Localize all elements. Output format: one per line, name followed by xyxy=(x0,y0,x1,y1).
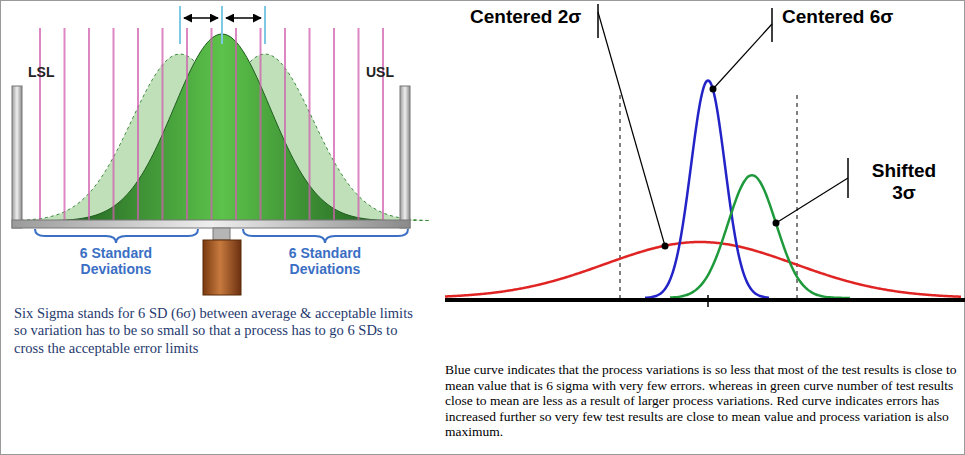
shift-line xyxy=(179,6,181,44)
shift-arrow xyxy=(184,17,218,19)
leader-line xyxy=(598,12,665,246)
sigma-gridline xyxy=(333,28,335,220)
curve-label: Centered 2σ xyxy=(470,6,592,28)
leader-bar xyxy=(597,4,599,38)
sigma-span-label: 6 Standard Deviations xyxy=(56,245,176,277)
sigma-gridline xyxy=(211,28,213,220)
sigma-gridline xyxy=(284,28,286,220)
axis xyxy=(445,298,965,302)
curve-label: Centered 6σ xyxy=(782,6,912,28)
sigma-gridline xyxy=(309,28,311,220)
lsl-post xyxy=(12,86,22,228)
limit-line xyxy=(620,95,621,298)
sigma-gridline xyxy=(88,28,90,220)
usl-post xyxy=(400,86,410,228)
sigma-gridline xyxy=(137,28,139,220)
brace xyxy=(35,229,198,243)
shift-line xyxy=(221,6,223,44)
sigma-gridline xyxy=(162,28,164,220)
sigma-gridline xyxy=(113,28,115,220)
mean-tick xyxy=(707,295,709,307)
centered-curve xyxy=(57,34,387,220)
red-curve xyxy=(445,242,961,297)
stem xyxy=(213,228,230,240)
leader-dot xyxy=(773,220,780,227)
leader-line xyxy=(776,178,848,223)
brace xyxy=(243,229,408,243)
sigma-gridlines xyxy=(40,28,383,220)
curve-label: Shifted 3σ xyxy=(858,160,950,204)
sigma-gridline xyxy=(64,28,66,220)
shift-line xyxy=(264,6,266,44)
limit-line xyxy=(797,95,798,298)
sigma-gridline xyxy=(235,28,237,220)
bell-curves xyxy=(15,34,430,220)
limit-label: USL xyxy=(366,64,406,80)
green-curve xyxy=(670,175,850,298)
sigma-span-label: 6 Standard Deviations xyxy=(265,245,385,277)
sigma-gridline xyxy=(382,28,384,220)
caption-text: Blue curve indicates that the process va… xyxy=(445,362,957,440)
pedestal xyxy=(203,240,241,295)
tray-bottom xyxy=(12,220,410,228)
leader-dot xyxy=(662,243,669,250)
limit-label: LSL xyxy=(28,64,68,80)
sigma-gridline xyxy=(260,28,262,220)
shift-arrow xyxy=(226,17,261,19)
blue-curve xyxy=(645,81,769,298)
sigma-gridline xyxy=(39,28,41,220)
sigma-gridline xyxy=(358,28,360,220)
caption-text: Six Sigma stands for 6 SD (6σ) between a… xyxy=(14,305,422,357)
leader-line xyxy=(713,24,772,89)
sigma-gridline xyxy=(186,28,188,220)
distribution-curves xyxy=(445,81,961,298)
leader-dot xyxy=(710,86,717,93)
